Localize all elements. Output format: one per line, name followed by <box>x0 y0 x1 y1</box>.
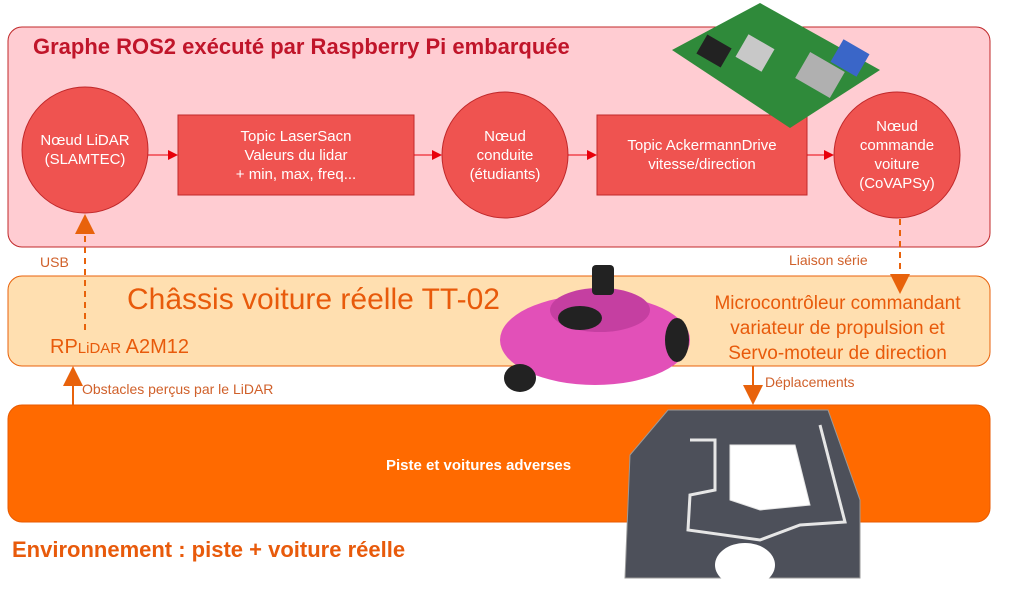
topic-ackermann: Topic AckermannDrive vitesse/direction <box>627 137 777 173</box>
node-command: Nœud commande voiture (CoVAPSy) <box>859 118 935 192</box>
topic-laserscan: Topic LaserSacn Valeurs du lidar + min, … <box>235 127 357 183</box>
car-image <box>500 265 690 392</box>
lidar-suffix: A2M12 <box>125 336 189 358</box>
mcu-description: Microcontrôleur commandant variateur de … <box>690 291 985 366</box>
serial-label: Liaison série <box>789 252 868 268</box>
node-lidar-shape <box>21 86 149 214</box>
environment-box-label: Piste et voitures adverses <box>386 457 572 474</box>
mcu-line: variateur de propulsion et <box>730 318 945 339</box>
obstacles-label: Obstacles perçus par le LiDAR <box>82 381 274 397</box>
chassis-title: Châssis voiture réelle TT-02 <box>127 283 500 316</box>
node-lidar: Nœud LiDAR (SLAMTEC) <box>40 132 130 168</box>
usb-label: USB <box>40 254 69 270</box>
raspberry-pi-image <box>672 3 880 128</box>
chassis-panel <box>7 275 991 367</box>
lidar-mid: LiDAR <box>77 340 122 357</box>
lidar-prefix: RP <box>50 336 78 358</box>
node-driving: Nœud conduite (étudiants) <box>469 127 541 183</box>
mcu-line: Servo-moteur de direction <box>728 343 947 364</box>
moves-label: Déplacements <box>765 374 855 390</box>
environment-title: Environnement : piste + voiture réelle <box>12 537 406 562</box>
ros-graph-title: Graphe ROS2 exécuté par Raspberry Pi emb… <box>33 34 570 59</box>
mcu-line: Microcontrôleur commandant <box>714 293 961 314</box>
lidar-model: RPLiDAR A2M12 <box>50 336 189 359</box>
track-image <box>624 409 861 587</box>
node-command-shape <box>833 91 961 219</box>
topic-laserscan-shape <box>177 114 415 196</box>
